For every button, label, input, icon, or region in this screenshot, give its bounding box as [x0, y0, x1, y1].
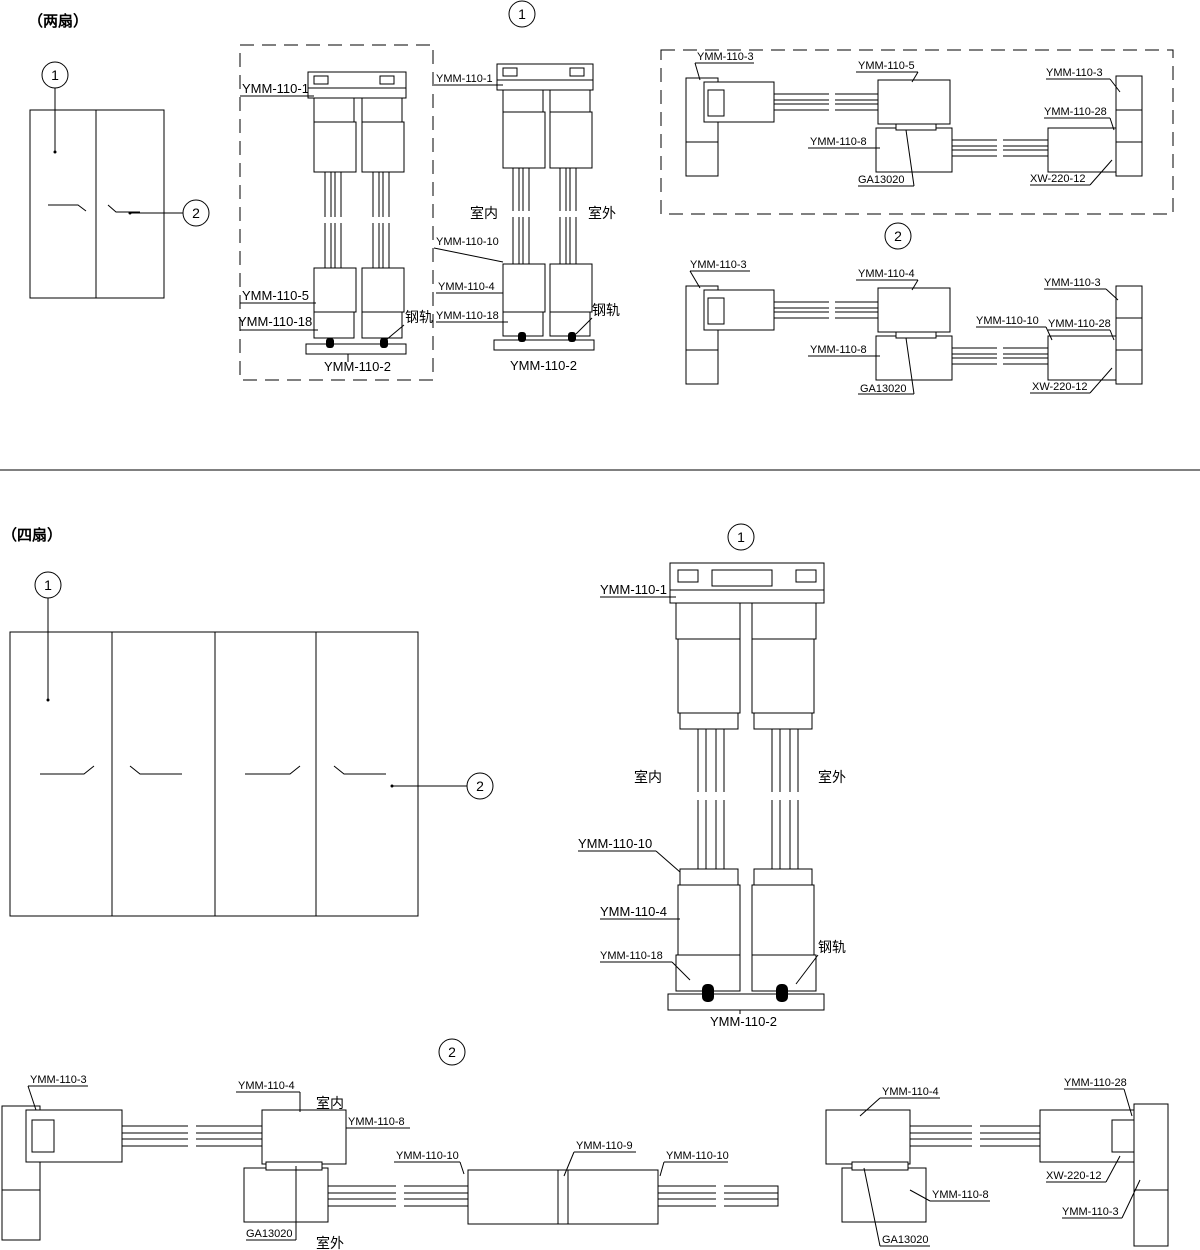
part-label: YMM-110-3 [690, 259, 747, 271]
part-label: YMM-110-5 [242, 288, 309, 303]
marker-label: 1 [737, 529, 745, 545]
part-label: YMM-110-5 [858, 60, 915, 72]
two-panel-vertical-section-b: YMM-110-1 YMM-110-10 YMM-110-4 YMM-110-1… [433, 63, 620, 373]
marker-circle [508, 0, 536, 28]
section-title-four-panel: （四扇） [2, 526, 62, 544]
two-panel-vertical-section-a: YMM-110-1 YMM-110-5 YMM-110-18 钢轨 YMM-11… [238, 44, 434, 381]
part-label: YMM-110-10 [976, 315, 1039, 327]
part-label: YMM-110-4 [438, 281, 495, 293]
marker-circle [34, 571, 62, 599]
part-label: YMM-110-8 [810, 136, 867, 148]
marker-circle [466, 772, 494, 800]
part-label: YMM-110-3 [1046, 67, 1103, 79]
part-label: XW-220-12 [1030, 173, 1085, 185]
part-label: GA13020 [246, 1228, 292, 1240]
part-label: YMM-110-28 [1048, 318, 1111, 330]
indoor-label: 室内 [634, 769, 662, 786]
part-label: YMM-110-18 [436, 310, 499, 322]
marker-label: 2 [448, 1044, 456, 1060]
marker-circle [438, 1038, 466, 1066]
part-label: YMM-110-18 [600, 950, 663, 962]
four-panel-horizontal-section: YMM-110-3 YMM-110-4 YMM-110-8 GA13020 YM… [1, 1074, 1169, 1250]
part-label: YMM-110-10 [666, 1150, 729, 1162]
part-label: GA13020 [882, 1234, 928, 1246]
indoor-label: 室内 [316, 1095, 344, 1112]
part-label: YMM-110-4 [882, 1086, 939, 1098]
part-label: YMM-110-18 [238, 314, 312, 329]
marker-label: 2 [476, 778, 484, 794]
part-label: YMM-110-3 [1062, 1206, 1119, 1218]
part-label: 钢轨 [405, 310, 433, 326]
part-label: YMM-110-1 [242, 81, 309, 96]
four-panel-elevation: 1 2 [9, 571, 494, 917]
two-panel-elevation: 1 2 [29, 61, 210, 299]
part-label: YMM-110-3 [30, 1074, 87, 1086]
four-panel-vertical-section: YMM-110-1 YMM-110-10 YMM-110-4 YMM-110-1… [578, 562, 846, 1029]
part-label: YMM-110-2 [510, 358, 577, 373]
outdoor-label: 室外 [316, 1235, 344, 1250]
marker-label: 1 [518, 6, 526, 22]
marker-circle [884, 222, 912, 250]
part-label: YMM-110-1 [436, 73, 493, 85]
part-label: YMM-110-4 [600, 904, 667, 919]
part-label: YMM-110-4 [238, 1080, 295, 1092]
outdoor-label: 室外 [818, 769, 846, 786]
part-label: YMM-110-2 [324, 359, 391, 374]
indoor-label: 室内 [470, 205, 498, 222]
marker-circle [41, 61, 69, 89]
part-label: XW-220-12 [1046, 1170, 1101, 1182]
part-label: YMM-110-10 [436, 236, 499, 248]
part-label: XW-220-12 [1032, 381, 1087, 393]
two-panel-horizontal-section-b: YMM-110-3 YMM-110-4 YMM-110-8 GA13020 YM… [685, 259, 1143, 395]
marker-label: 1 [44, 577, 52, 593]
two-panel-horizontal-section-a: YMM-110-3 YMM-110-5 YMM-110-8 GA13020 YM… [660, 49, 1174, 215]
part-label: YMM-110-10 [578, 836, 652, 851]
marker-circle [727, 523, 755, 551]
part-label: GA13020 [860, 383, 906, 395]
part-label: YMM-110-28 [1044, 106, 1107, 118]
marker-label: 1 [51, 67, 59, 83]
marker-label: 2 [894, 228, 902, 244]
section-title-two-panel: （两扇） [28, 12, 88, 30]
part-label: YMM-110-8 [348, 1116, 405, 1128]
part-label: YMM-110-3 [1044, 277, 1101, 289]
part-label: GA13020 [858, 174, 904, 186]
part-label: YMM-110-4 [858, 268, 915, 280]
part-label: YMM-110-8 [932, 1189, 989, 1201]
part-label: YMM-110-2 [710, 1014, 777, 1029]
marker-circle [182, 199, 210, 227]
part-label: YMM-110-3 [697, 51, 754, 63]
part-label: YMM-110-9 [576, 1140, 633, 1152]
outdoor-label: 室外 [588, 205, 616, 222]
part-label: 钢轨 [592, 303, 620, 319]
part-label: YMM-110-8 [810, 344, 867, 356]
part-label: 钢轨 [818, 940, 846, 956]
part-label: YMM-110-28 [1064, 1077, 1127, 1089]
part-label: YMM-110-1 [600, 582, 667, 597]
part-label: YMM-110-10 [396, 1150, 459, 1162]
marker-label: 2 [192, 205, 200, 221]
